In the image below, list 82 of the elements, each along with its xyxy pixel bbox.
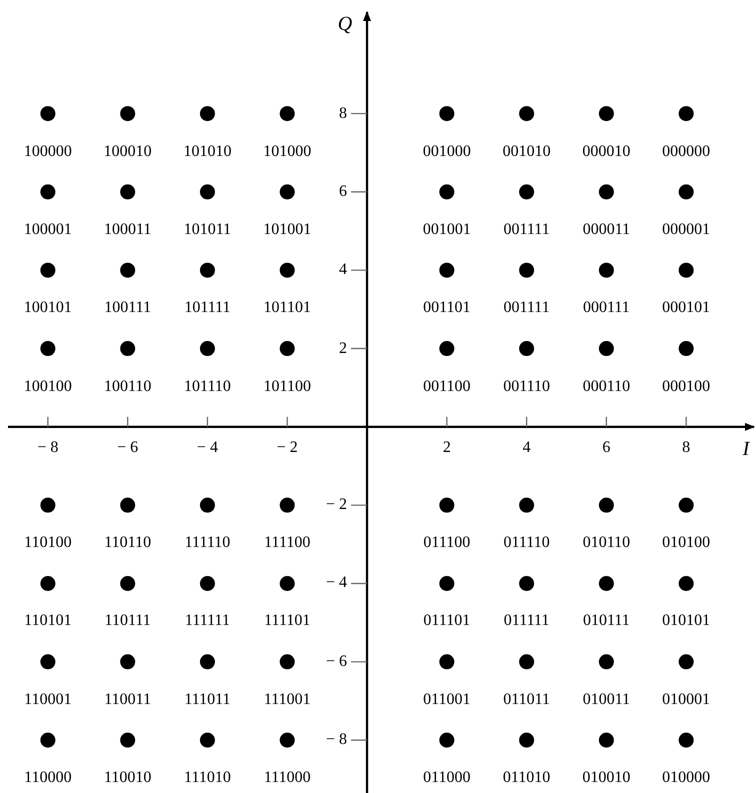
point-label: 110111 (104, 612, 151, 630)
point-label: 100001 (24, 220, 72, 239)
tick-label: 4 (522, 438, 531, 457)
point-label: 000001 (662, 220, 710, 239)
point-label: 001000 (422, 142, 471, 161)
point-label: 010100 (662, 534, 710, 552)
point-label: 101011 (184, 220, 232, 239)
point-label: 100010 (104, 142, 152, 161)
point-label: 101100 (264, 378, 311, 396)
point-label: 111111 (184, 612, 230, 630)
point-label: 100100 (24, 378, 72, 396)
point-label: 010001 (662, 690, 710, 709)
point-label: 101101 (264, 299, 311, 318)
tick-label: 2 (442, 438, 451, 457)
point-label: 000110 (582, 378, 630, 396)
tick-label: − 4 (326, 574, 348, 592)
point-label: 111100 (264, 534, 310, 552)
point-label: 001100 (423, 378, 471, 396)
point-label: 110001 (24, 690, 72, 709)
point-label: 011001 (423, 690, 471, 709)
point-label: 011110 (503, 534, 550, 552)
tick-label: − 2 (326, 496, 348, 514)
point-label: 010000 (662, 769, 710, 788)
point-label: 000100 (662, 378, 710, 396)
point-label: 011011 (503, 690, 550, 709)
point-label: 110110 (104, 534, 152, 552)
point-label: 101111 (184, 299, 231, 318)
tick-label: − 6 (326, 652, 348, 671)
point-label: 000111 (582, 299, 630, 318)
point-label: 011000 (423, 769, 471, 788)
point-label: 110010 (104, 769, 152, 788)
point-label: 001001 (422, 220, 471, 239)
tick-label: − 4 (196, 438, 218, 457)
point-label: 011101 (423, 612, 470, 630)
tick-label: − 8 (326, 731, 348, 750)
point-label: 100011 (104, 220, 152, 239)
point-label: 110011 (104, 690, 152, 709)
point-label: 001111 (503, 299, 550, 318)
point-label: 011010 (502, 769, 550, 788)
tick-label: 4 (339, 261, 348, 280)
point-label: 110100 (24, 534, 72, 552)
tick-label: 6 (602, 438, 610, 457)
point-label: 101001 (263, 220, 312, 239)
point-label: 000000 (662, 142, 710, 161)
point-label: 000011 (582, 220, 630, 239)
point-label: 001101 (423, 299, 471, 318)
tick-label: − 6 (117, 438, 138, 457)
tick-label: − 2 (276, 438, 298, 457)
point-label: 100110 (104, 378, 152, 396)
point-label: 101000 (263, 142, 312, 161)
tick-label: 2 (339, 340, 348, 358)
point-label: 111001 (264, 690, 311, 709)
point-label: 101110 (184, 378, 231, 396)
tick-label: − 8 (37, 438, 58, 457)
point-label: 111000 (264, 769, 311, 788)
point-label: 010101 (662, 612, 710, 630)
point-label: 001110 (503, 378, 550, 396)
point-label: 010111 (582, 612, 630, 630)
point-label: 010010 (582, 769, 630, 788)
tick-label: 6 (339, 182, 348, 201)
point-label: 100101 (24, 299, 72, 318)
point-label: 010011 (582, 690, 630, 709)
point-label: 101010 (183, 142, 232, 161)
point-label: 011111 (504, 612, 550, 630)
point-label: 111101 (264, 612, 310, 630)
point-label: 110000 (24, 769, 72, 788)
point-label: 100111 (104, 299, 152, 318)
axis-label: Q (338, 15, 352, 33)
point-label: 010110 (582, 534, 630, 552)
point-label: 000010 (582, 142, 630, 161)
tick-label: 8 (339, 104, 348, 123)
point-label: 110101 (24, 612, 72, 630)
point-label: 111110 (184, 534, 230, 552)
point-label: 111010 (184, 769, 231, 788)
point-label: 011100 (423, 534, 470, 552)
point-label: 000101 (662, 299, 710, 318)
point-label: 100000 (24, 142, 72, 161)
point-label: 001111 (503, 220, 550, 239)
tick-label: 8 (682, 438, 690, 457)
axis-label: I (742, 440, 750, 458)
point-label: 001010 (502, 142, 551, 161)
point-label: 111011 (184, 690, 231, 709)
